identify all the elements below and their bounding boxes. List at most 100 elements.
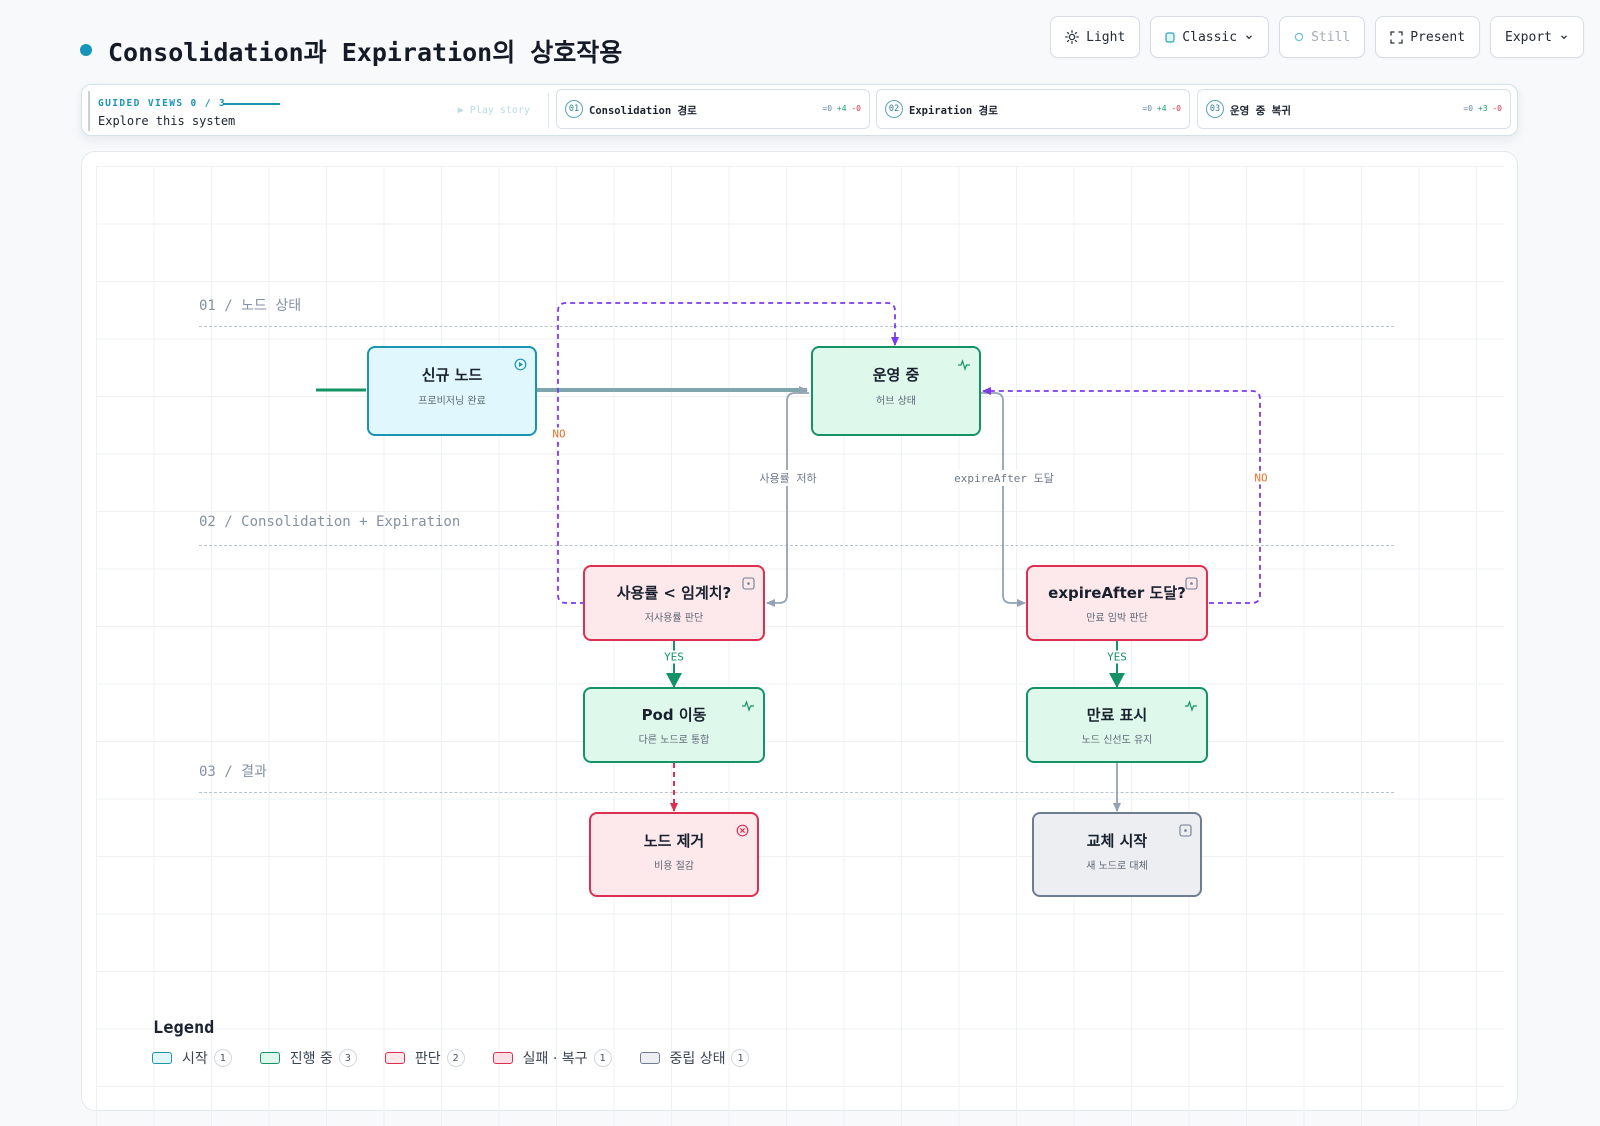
story-title: 운영 중 복귀 xyxy=(1230,105,1291,117)
legend-swatch xyxy=(259,1052,280,1064)
x-circle-icon xyxy=(736,822,749,841)
still-toggle-button[interactable]: Still xyxy=(1279,16,1366,58)
pulse-icon xyxy=(1184,697,1198,716)
node-usage-check[interactable]: 사용률 < 임계치? 저사용률 판단 xyxy=(583,565,765,641)
story-number: 03 xyxy=(1206,100,1224,118)
sun-icon xyxy=(1065,30,1080,44)
legend-label: 진행 중 xyxy=(289,1051,333,1067)
story-number: 01 xyxy=(565,100,583,118)
divider xyxy=(548,93,549,129)
classic-label: Classic xyxy=(1182,29,1238,45)
diagram-edges xyxy=(316,302,1261,812)
legend-item-failure: 실패 · 복구 1 xyxy=(492,1048,612,1068)
classic-style-dropdown[interactable]: Classic xyxy=(1150,16,1270,58)
legend-label: 중립 상태 xyxy=(669,1051,726,1067)
edge-label-expire-reach: expireAfter 도달 xyxy=(952,470,1056,486)
guided-views-label: GUIDED VIEWS 0 / 3 xyxy=(98,98,227,109)
legend-count: 3 xyxy=(338,1049,357,1067)
legend-item-decision: 판단 2 xyxy=(384,1048,465,1068)
legend: 시작 1 진행 중 3 판단 2 실패 · 복구 1 중립 상태 1 xyxy=(152,1048,777,1068)
node-subtitle: 새 노드로 대체 xyxy=(1086,861,1148,872)
story-stats: =0 +4 -0 xyxy=(822,104,861,113)
node-title: 신규 노드 xyxy=(421,366,483,384)
node-title: 노드 제거 xyxy=(643,832,705,850)
square-dot-icon xyxy=(1185,575,1198,594)
legend-label: 시작 xyxy=(182,1051,208,1067)
guided-views-intro: GUIDED VIEWS 0 / 3 Explore this system ▶… xyxy=(88,91,542,131)
lane-label-consolidation-expiration: 02 / Consolidation + Expiration xyxy=(199,514,461,530)
legend-swatch xyxy=(152,1052,172,1064)
node-subtitle: 다른 노드로 통합 xyxy=(638,735,710,746)
legend-item-start: 시작 1 xyxy=(152,1048,232,1068)
stat-unchanged: =0 xyxy=(1463,104,1474,113)
story-stats: =0 +3 -0 xyxy=(1463,104,1502,113)
story-stats: =0 +4 -0 xyxy=(1142,104,1181,113)
pulse-icon xyxy=(957,356,971,375)
node-new[interactable]: 신규 노드 프로비저닝 완료 xyxy=(367,346,537,436)
light-label: Light xyxy=(1086,29,1126,45)
node-pod-move[interactable]: Pod 이동 다른 노드로 통합 xyxy=(583,687,765,763)
story-card-return[interactable]: 03 운영 중 복귀 =0 +3 -0 xyxy=(1197,89,1511,129)
guided-views-bar: GUIDED VIEWS 0 / 3 Explore this system ▶… xyxy=(81,84,1518,136)
title-dot xyxy=(80,44,92,56)
export-label: Export xyxy=(1505,29,1552,45)
legend-count: 1 xyxy=(593,1049,612,1067)
legend-item-progress: 진행 중 3 xyxy=(259,1048,357,1068)
circle-icon xyxy=(1294,32,1304,42)
node-subtitle: 비용 절감 xyxy=(654,861,694,872)
page-title: Consolidation과 Expiration의 상호작용 xyxy=(108,38,623,67)
stat-removed: -0 xyxy=(1171,104,1181,113)
stat-unchanged: =0 xyxy=(822,104,833,113)
story-title: Consolidation 경로 xyxy=(589,105,697,117)
node-subtitle: 저사용률 판단 xyxy=(644,613,704,624)
play-circle-icon xyxy=(514,356,527,375)
node-replace[interactable]: 교체 시작 새 노드로 대체 xyxy=(1032,812,1202,897)
lane-label-result: 03 / 결과 xyxy=(199,764,267,780)
light-theme-button[interactable]: Light xyxy=(1050,16,1141,58)
node-title: 운영 중 xyxy=(872,366,920,384)
legend-label: 판단 xyxy=(414,1051,441,1067)
legend-label: 실패 · 복구 xyxy=(522,1051,588,1067)
node-title: expireAfter 도달? xyxy=(1048,584,1186,602)
toolbar: Light Classic Still Present Export xyxy=(1050,16,1584,58)
play-story-button[interactable]: ▶ Play story xyxy=(457,105,530,116)
swatch-icon xyxy=(1165,31,1175,43)
present-label: Present xyxy=(1410,29,1466,45)
legend-count: 2 xyxy=(446,1049,465,1067)
node-subtitle: 만료 임박 판단 xyxy=(1086,613,1148,624)
node-subtitle: 프로비저닝 완료 xyxy=(418,396,486,407)
stat-unchanged: =0 xyxy=(1142,104,1153,113)
edge-label-no: NO xyxy=(1252,471,1270,485)
legend-count: 1 xyxy=(731,1049,750,1067)
legend-swatch xyxy=(639,1052,660,1064)
stat-removed: -0 xyxy=(1492,104,1502,113)
legend-count: 1 xyxy=(213,1049,232,1067)
chevron-down-icon xyxy=(1559,32,1569,42)
story-card-expiration[interactable]: 02 Expiration 경로 =0 +4 -0 xyxy=(876,89,1190,129)
edge-expire-no-loop xyxy=(982,387,1261,604)
story-title: Expiration 경로 xyxy=(909,105,998,117)
node-expire-check[interactable]: expireAfter 도달? 만료 임박 판단 xyxy=(1026,565,1208,641)
edge-running-to-expire xyxy=(981,392,1026,607)
fullscreen-icon xyxy=(1390,30,1403,44)
pulse-icon xyxy=(741,697,755,716)
node-remove[interactable]: 노드 제거 비용 절감 xyxy=(589,812,759,897)
export-dropdown[interactable]: Export xyxy=(1490,16,1584,58)
legend-item-neutral: 중립 상태 1 xyxy=(639,1048,750,1068)
guided-views-subtitle: Explore this system xyxy=(98,114,236,128)
legend-swatch xyxy=(384,1052,405,1064)
story-card-consolidation[interactable]: 01 Consolidation 경로 =0 +4 -0 xyxy=(556,89,870,129)
story-number: 02 xyxy=(885,100,903,118)
lane-label-node-state: 01 / 노드 상태 xyxy=(199,298,302,314)
node-expire-mark[interactable]: 만료 표시 노드 신선도 유지 xyxy=(1026,687,1208,763)
present-button[interactable]: Present xyxy=(1375,16,1481,58)
edge-running-to-usage xyxy=(766,392,809,607)
node-running[interactable]: 운영 중 허브 상태 xyxy=(811,346,981,436)
chevron-down-icon xyxy=(1244,32,1254,42)
node-title: 교체 시작 xyxy=(1086,832,1148,850)
lane-divider xyxy=(199,545,1394,546)
node-subtitle: 노드 신선도 유지 xyxy=(1081,735,1153,746)
stat-added: +4 xyxy=(836,104,847,113)
node-title: 만료 표시 xyxy=(1086,706,1148,724)
legend-swatch xyxy=(492,1052,513,1064)
